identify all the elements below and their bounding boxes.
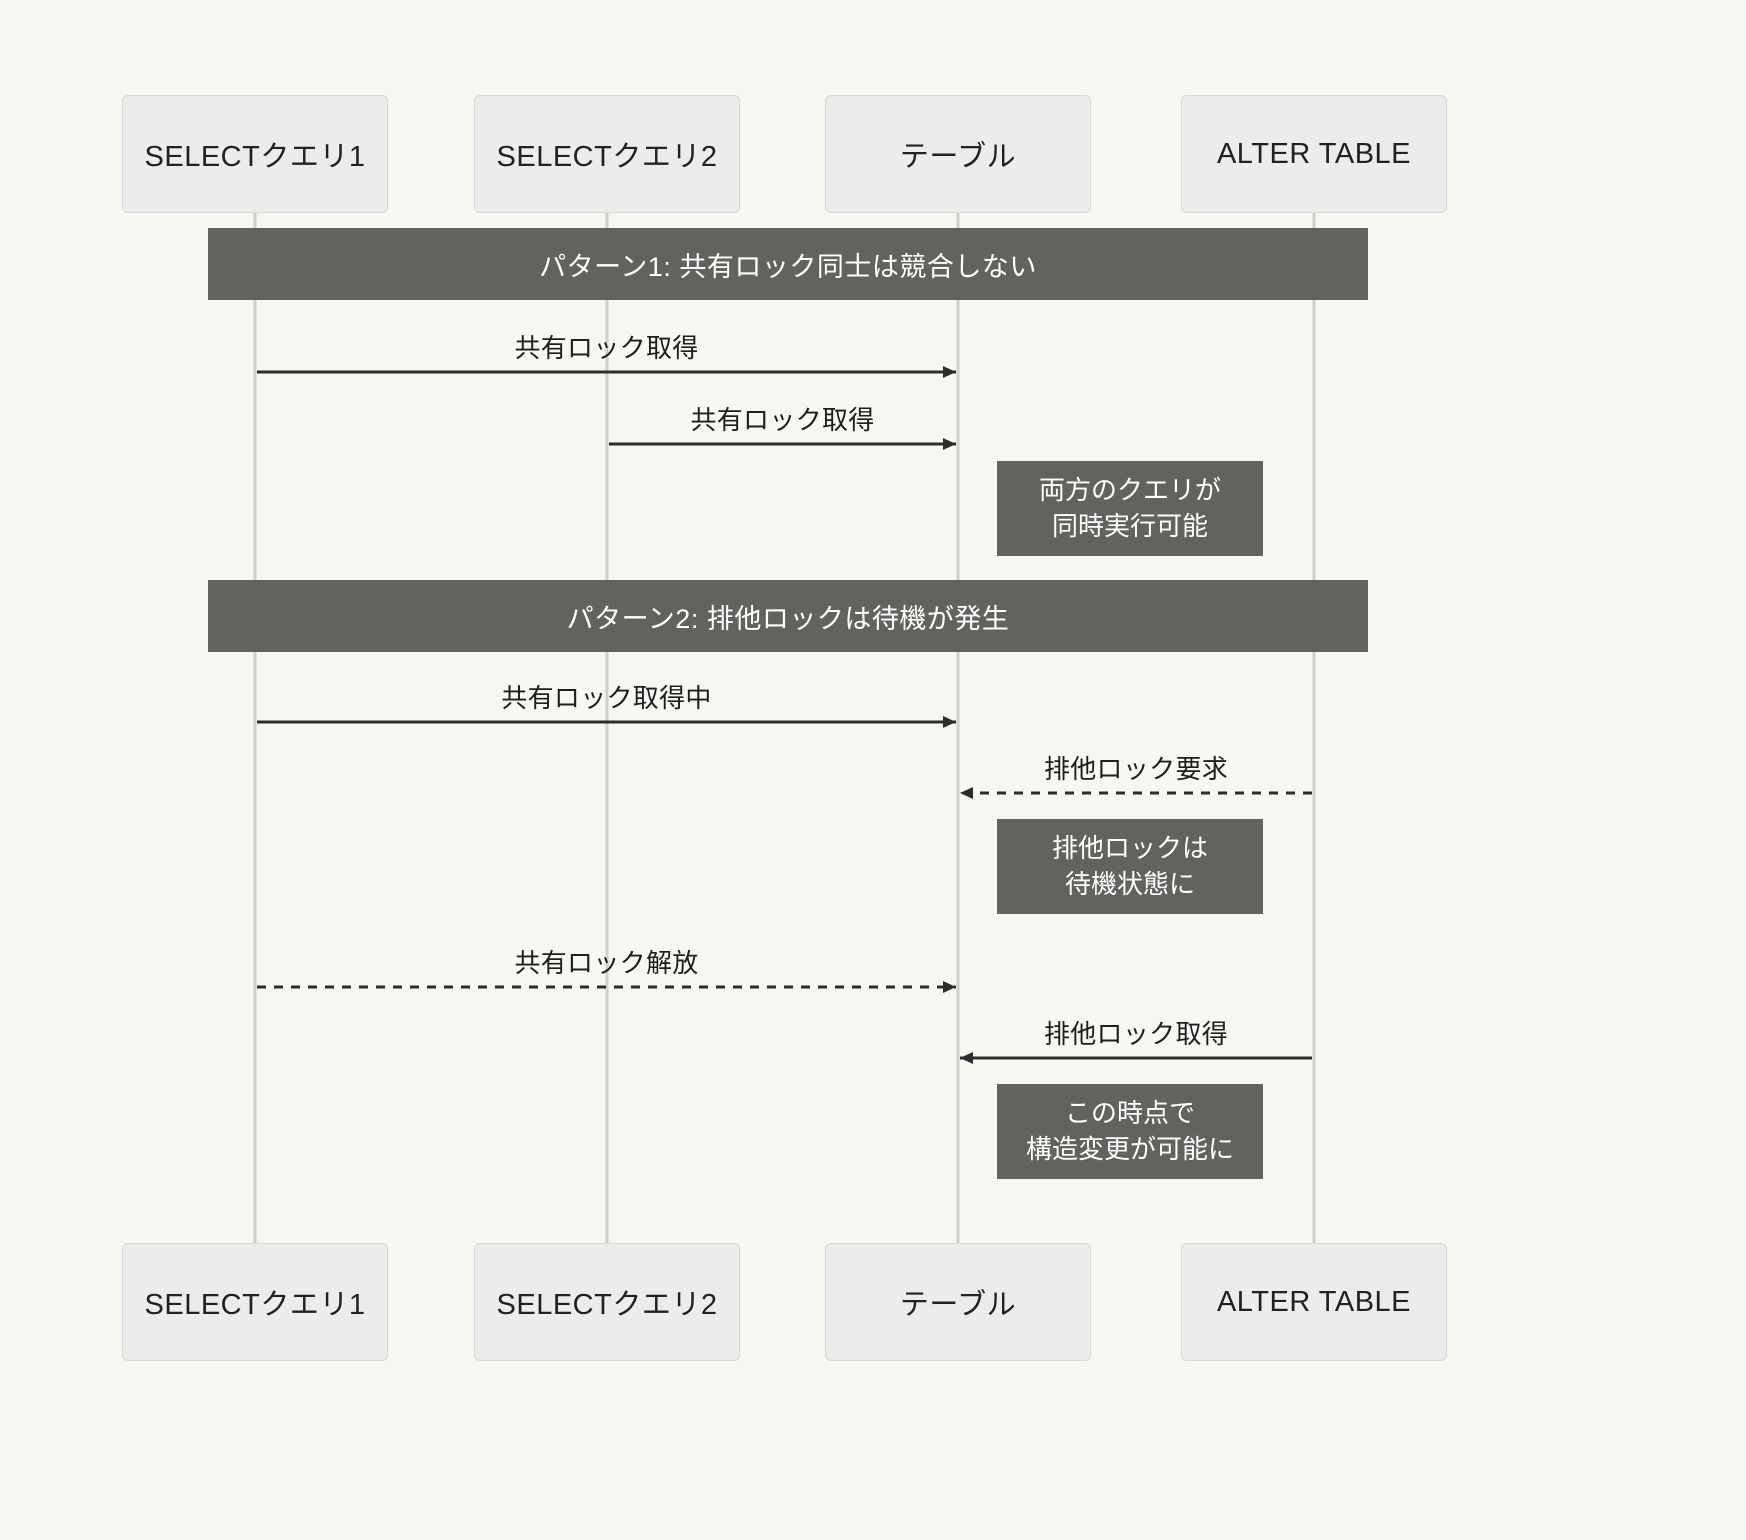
note-n3: この時点で構造変更が可能に xyxy=(997,1084,1263,1179)
participant-bottom-q1[interactable]: SELECTクエリ1 xyxy=(122,1243,388,1361)
participant-label: SELECTクエリ2 xyxy=(496,1289,718,1321)
participant-top-table[interactable]: テーブル xyxy=(825,95,1091,213)
message-label-m5: 共有ロック解放 xyxy=(514,948,699,978)
note-line: 排他ロックは xyxy=(1051,833,1208,864)
lifeline-group xyxy=(253,213,1316,1243)
note-line: 両方のクエリが xyxy=(1038,475,1221,506)
note-line: 待機状態に xyxy=(1064,868,1195,899)
participant-label: SELECTクエリ1 xyxy=(144,1289,366,1321)
participant-top-q2[interactable]: SELECTクエリ2 xyxy=(474,95,740,213)
note-line: この時点で xyxy=(1064,1098,1195,1129)
participant-top-alter[interactable]: ALTER TABLE xyxy=(1181,95,1447,213)
note-n2: 排他ロックは待機状態に xyxy=(997,819,1263,914)
message-label-m1: 共有ロック取得 xyxy=(514,333,699,363)
participant-label: テーブル xyxy=(899,1289,1017,1321)
section-bar-p1: パターン1: 共有ロック同士は競合しない xyxy=(208,228,1368,300)
message-label-m6: 排他ロック取得 xyxy=(1043,1019,1229,1049)
message-label-m4: 排他ロック要求 xyxy=(1043,754,1229,784)
participant-top-q1[interactable]: SELECTクエリ1 xyxy=(122,95,388,213)
participant-label: SELECTクエリ2 xyxy=(496,141,718,173)
message-arrow-group xyxy=(257,366,1312,1064)
participant-bottom-alter[interactable]: ALTER TABLE xyxy=(1181,1243,1447,1361)
participant-label: ALTER TABLE xyxy=(1216,1285,1412,1318)
section-bar-label: パターン2: 排他ロックは待機が発生 xyxy=(566,603,1010,634)
note-n1: 両方のクエリが同時実行可能 xyxy=(997,461,1263,556)
section-bar-p2: パターン2: 排他ロックは待機が発生 xyxy=(208,580,1368,652)
section-bar-label: パターン1: 共有ロック同士は競合しない xyxy=(539,251,1037,282)
message-label-m2: 共有ロック取得 xyxy=(690,405,875,435)
participant-label: テーブル xyxy=(899,141,1017,173)
participant-bottom-table[interactable]: テーブル xyxy=(825,1243,1091,1361)
note-line: 構造変更が可能に xyxy=(1025,1133,1234,1164)
participant-label: SELECTクエリ1 xyxy=(144,141,366,173)
participant-label: ALTER TABLE xyxy=(1216,137,1412,170)
message-label-m3: 共有ロック取得中 xyxy=(501,683,712,713)
participant-bottom-q2[interactable]: SELECTクエリ2 xyxy=(474,1243,740,1361)
note-line: 同時実行可能 xyxy=(1051,510,1208,541)
